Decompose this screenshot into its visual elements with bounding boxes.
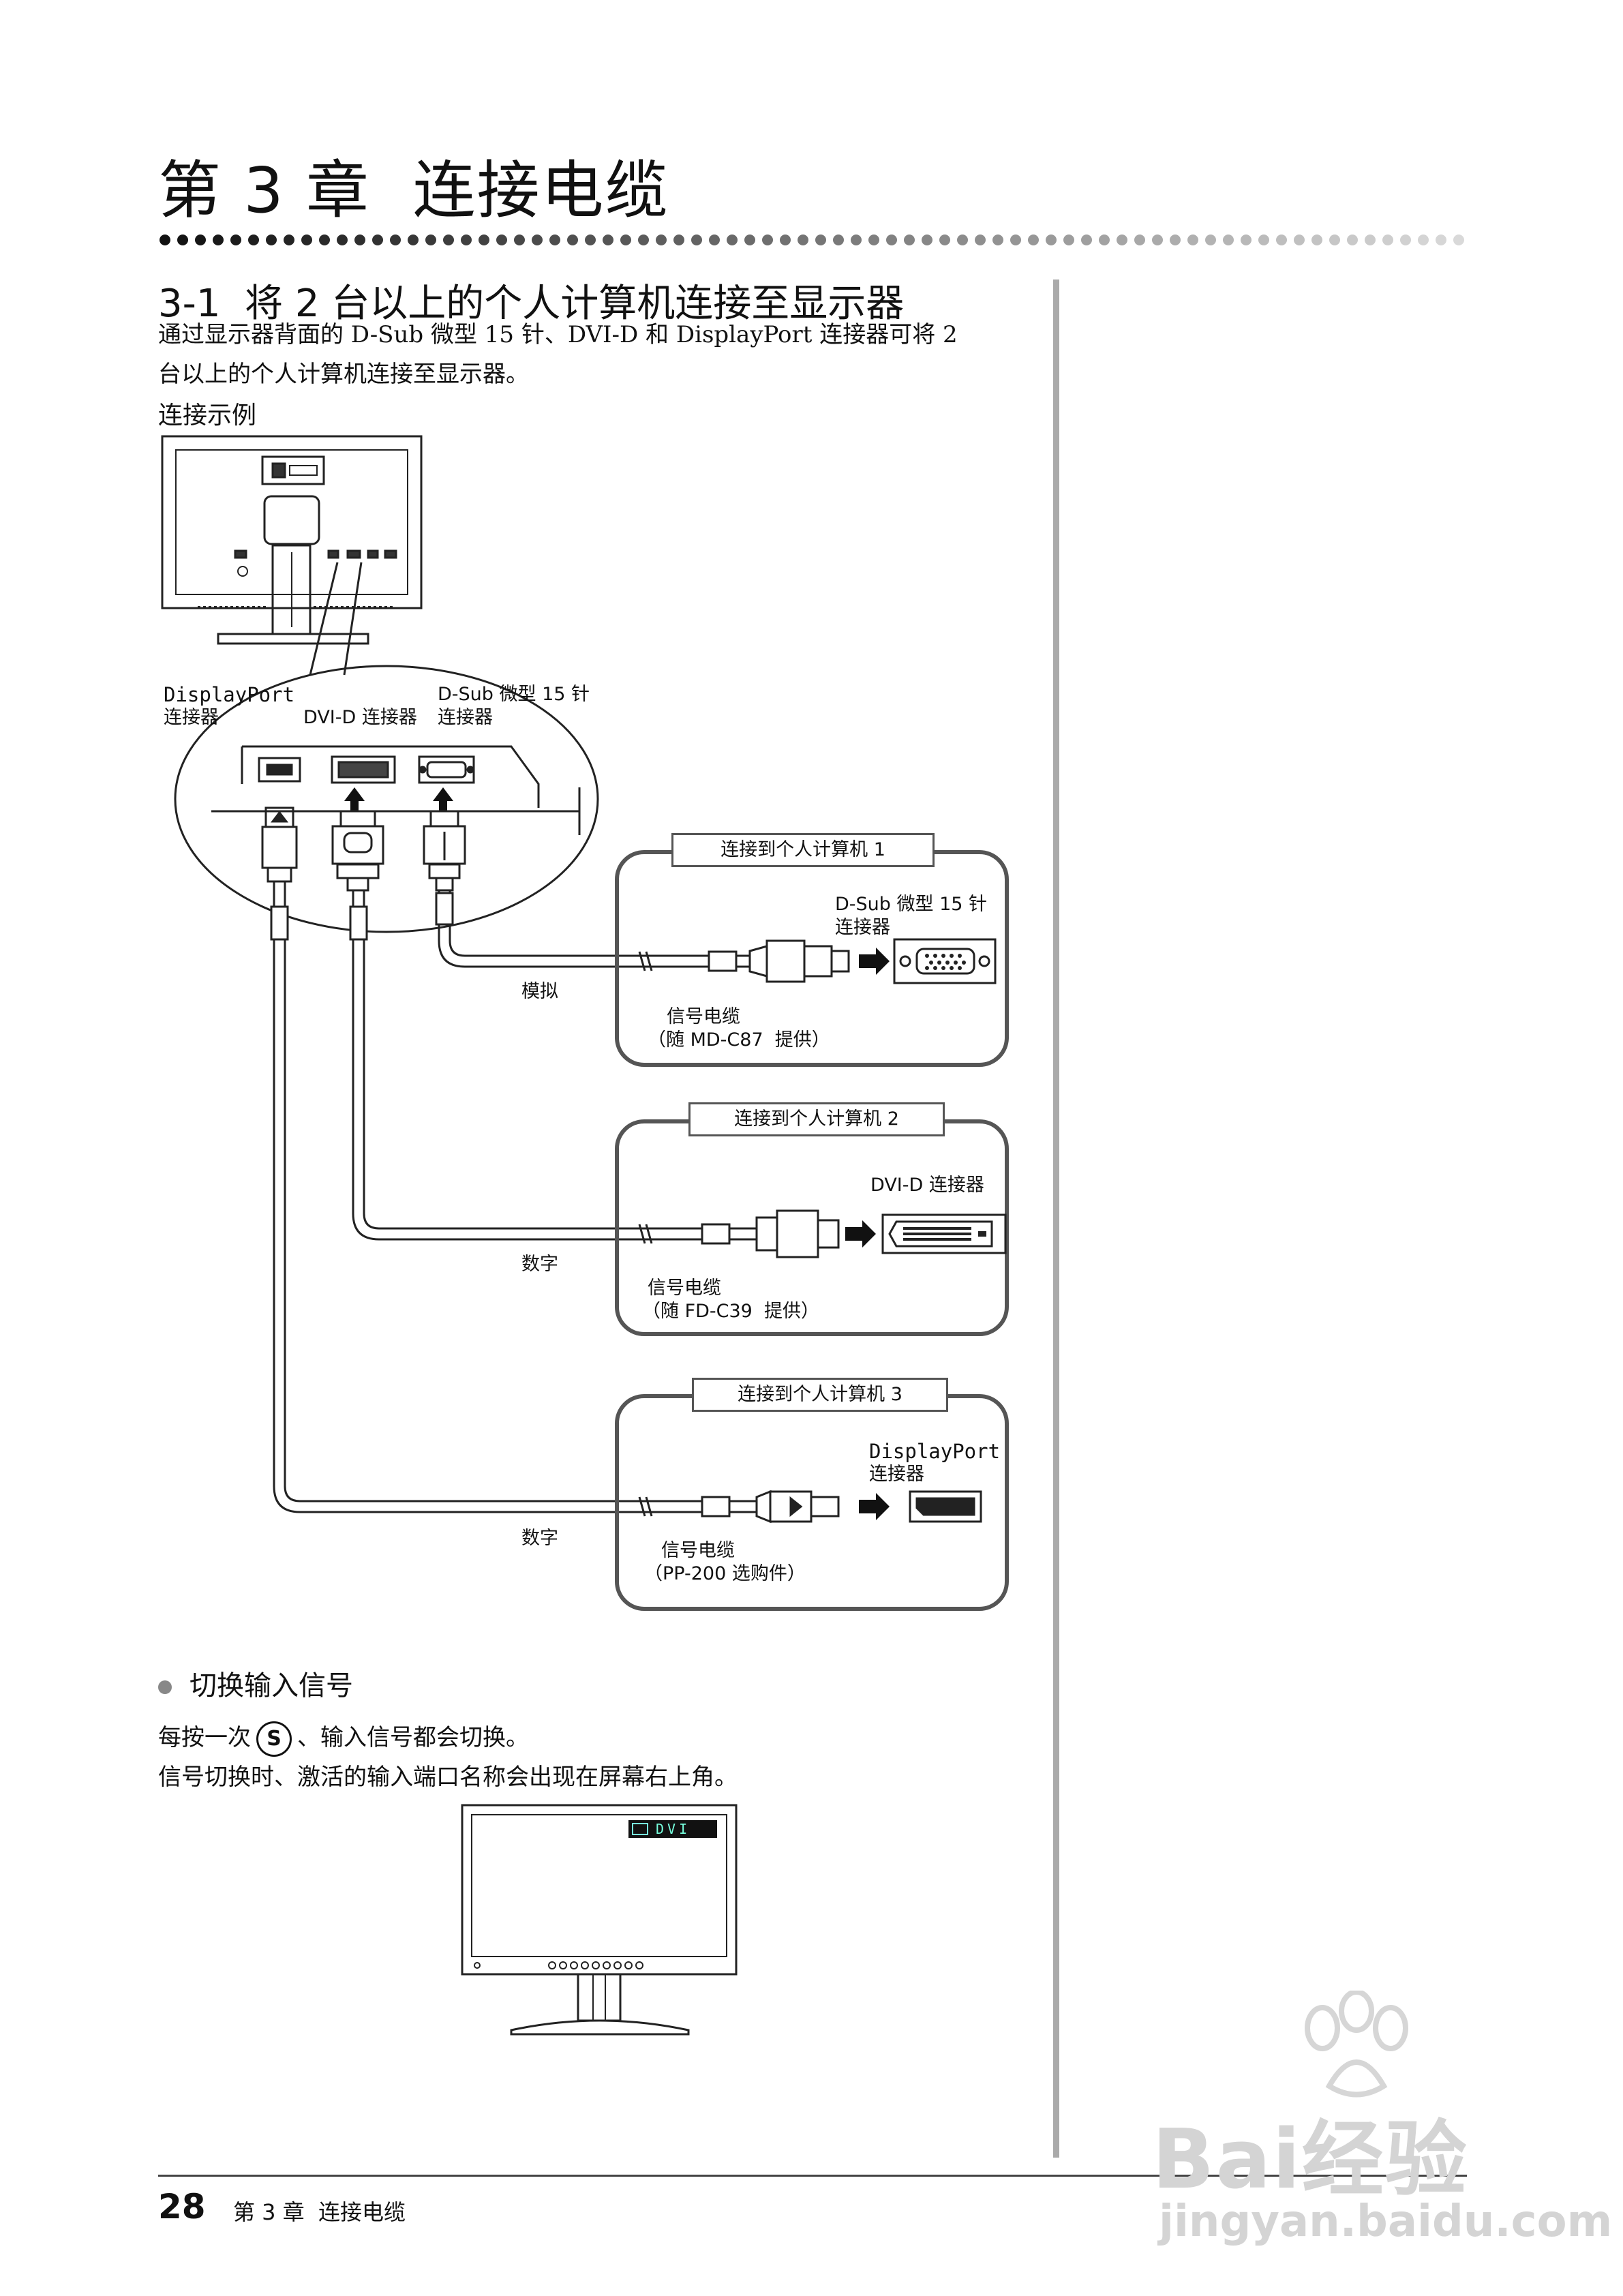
cable-pc1	[435, 890, 709, 968]
pc3-arrow-icon	[859, 1493, 890, 1520]
pc2-box-title: 连接到个人计算机 2	[688, 1102, 945, 1136]
pc3-box-title: 连接到个人计算机 3	[692, 1378, 948, 1412]
watermark-url: jingyan.baidu.com	[1159, 2196, 1613, 2247]
pc3-displayport-port-icon	[909, 1490, 982, 1523]
switching-line1-after: 、输入信号都会切换。	[297, 1724, 529, 1751]
pc2-connector-line1: DVI-D 连接器	[870, 1175, 984, 1196]
s-button-icon: S	[256, 1721, 292, 1757]
displayport-port-icon	[258, 757, 301, 783]
intro-line-2: 台以上的个人计算机连接至显示器。	[158, 361, 529, 388]
pc3-connector-line1: DisplayPort	[869, 1440, 1001, 1463]
pc3-cable-line2: （PP-200 选购件）	[644, 1563, 806, 1584]
switching-heading: 切换输入信号	[158, 1663, 353, 1703]
pc1-dsub-port-icon	[893, 938, 997, 984]
pc1-cable-line2: （随 MD-C87 提供）	[648, 1029, 830, 1051]
pc3-cable-line1: 信号电缆	[661, 1540, 735, 1561]
insert-arrows	[344, 787, 453, 811]
dotted-divider	[160, 235, 1464, 245]
port-panel	[211, 745, 581, 835]
chapter-title: 第 3 章 连接电缆	[158, 154, 669, 227]
intro-text: 通过显示器背面的 D-Sub 微型 15 针、DVI-D 和 DisplayPo…	[158, 315, 1044, 394]
switching-line1-before: 每按一次	[158, 1724, 251, 1751]
osd-text: DVI	[656, 1821, 691, 1837]
pc3-cable-end	[654, 1490, 840, 1524]
column-rule	[1053, 280, 1059, 2158]
pc1-cable-line1: 信号电缆	[667, 1006, 740, 1027]
pc2-dvi-port-icon	[881, 1213, 1007, 1254]
pc1-arrow-icon	[859, 948, 890, 975]
switching-line-2: 信号切换时、激活的输入端口名称会出现在屏幕右上角。	[158, 1764, 738, 1791]
pc2-arrow-icon	[845, 1220, 876, 1248]
label-dvid: DVI-D 连接器	[303, 707, 417, 728]
label-dsub-line2: 连接器	[438, 707, 493, 728]
label-displayport-line1: DisplayPort	[164, 683, 295, 706]
pc1-connector-line2: 连接器	[835, 917, 890, 938]
page-number: 28	[158, 2187, 206, 2226]
pc1-connector-line1: D-Sub 微型 15 针	[835, 894, 988, 915]
zoom-callout	[174, 665, 599, 933]
monitor-front-illustration: DVI	[461, 1804, 738, 2036]
cable-break-marks	[638, 951, 653, 1517]
section-title: 3-1 将 2 台以上的个人计算机连接至显示器	[158, 282, 905, 326]
paw-icon	[1305, 1991, 1408, 2098]
cable-pc3	[270, 881, 709, 1513]
pc3-connector-line2: 连接器	[869, 1464, 924, 1485]
pc2-cable-line2: （随 FD-C39 提供）	[642, 1301, 820, 1322]
pc1-box-title: 连接到个人计算机 1	[671, 833, 935, 867]
pc2-cable-end	[654, 1209, 840, 1258]
pc1-cable-end	[654, 939, 850, 983]
pc3-signal-type: 数字	[521, 1528, 558, 1549]
footer-rule	[158, 2175, 1467, 2177]
watermark-brand: Bai经验	[1152, 2113, 1468, 2207]
label-dsub-line1: D-Sub 微型 15 针	[438, 684, 590, 705]
dvi-port-icon	[331, 755, 396, 784]
monitor-rear-illustration	[161, 435, 423, 676]
example-label: 连接示例	[158, 402, 257, 429]
footer-chapter: 第 3 章 连接电缆	[233, 2199, 406, 2225]
label-displayport-line2: 连接器	[164, 707, 219, 728]
bullet-icon	[158, 1680, 172, 1694]
pc2-cable-line1: 信号电缆	[648, 1278, 721, 1299]
switching-heading-text: 切换输入信号	[189, 1670, 353, 1702]
displayport-plug	[261, 806, 298, 883]
dvi-plug	[331, 810, 384, 892]
cable-pc2	[349, 890, 709, 1241]
intro-line-1: 通过显示器背面的 D-Sub 微型 15 针、DVI-D 和 DisplayPo…	[158, 321, 958, 348]
dsub-plug	[423, 810, 466, 892]
pc1-signal-type: 模拟	[521, 981, 558, 1002]
pc2-signal-type: 数字	[521, 1254, 558, 1275]
